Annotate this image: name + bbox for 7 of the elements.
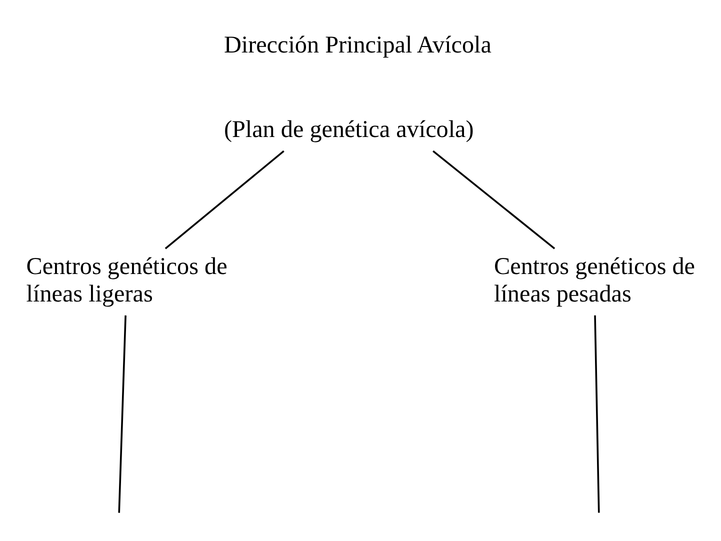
connector — [432, 150, 556, 250]
connector — [164, 150, 284, 250]
node-text: Dirección Principal Avícola (Plan de genética avícola) — [224, 31, 492, 143]
node-text: Centros genéticos de líneas pesadas — [494, 253, 696, 308]
node-text: Centros genéticos de líneas ligeras — [26, 253, 228, 308]
connector — [118, 315, 126, 513]
connector — [594, 315, 600, 513]
